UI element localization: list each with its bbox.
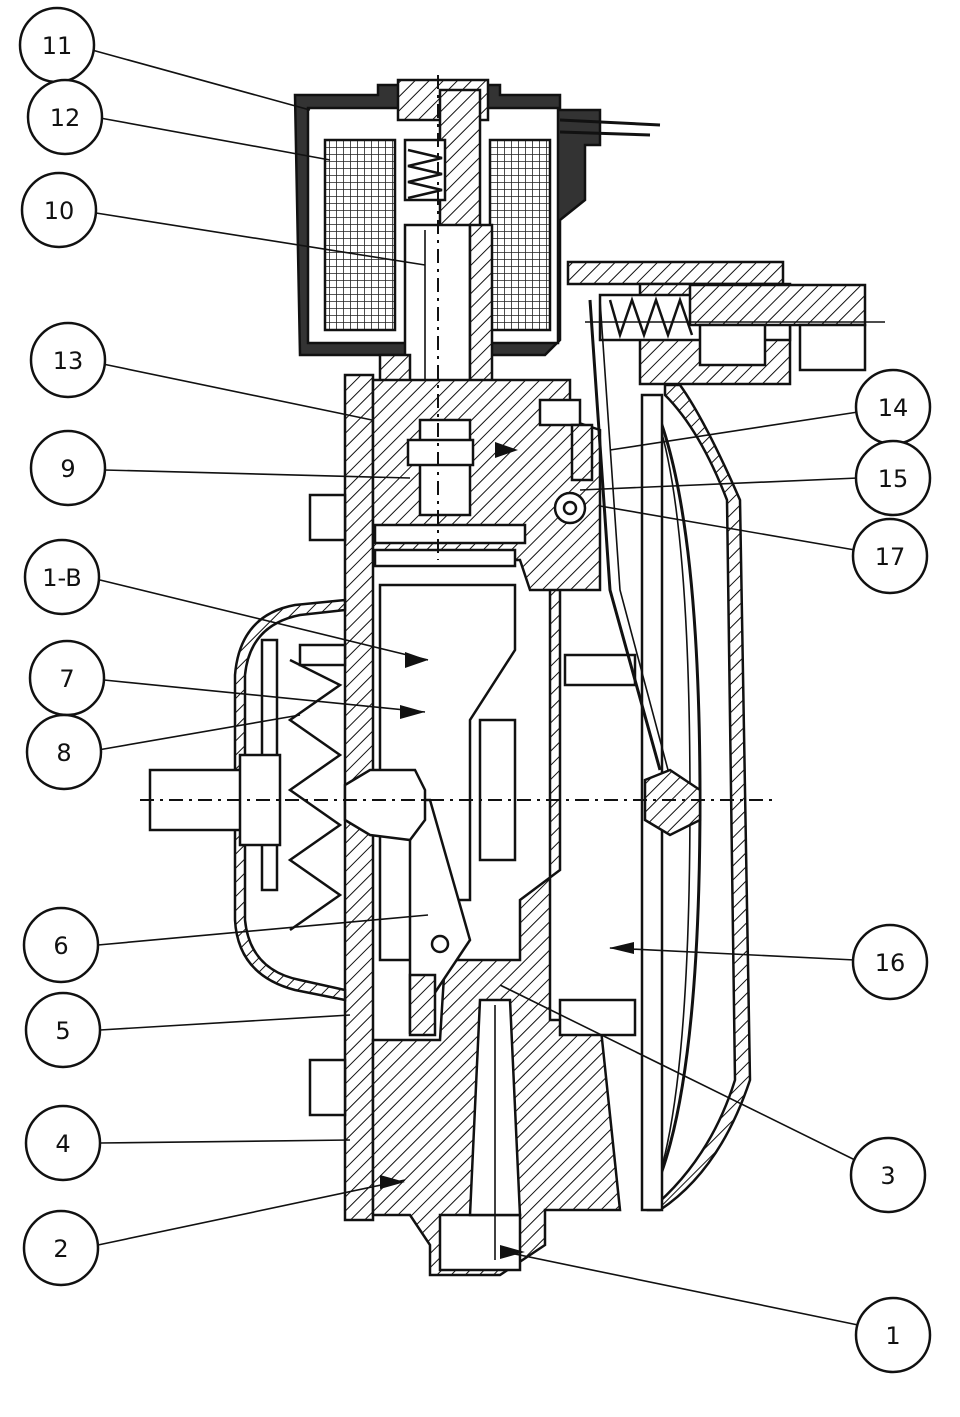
callout-1-b: 1-B [23,538,101,616]
solenoid-assembly [293,78,661,417]
callout-label: 15 [878,465,909,493]
adjusting-screw-end [798,323,867,372]
leader-5 [99,1014,351,1031]
callout-label: 5 [55,1017,70,1045]
main-casting [371,378,622,1277]
callout-6: 6 [22,906,100,984]
callout-label: 1-B [42,564,82,592]
leader-16 [609,947,856,961]
callout-label: 1 [885,1322,900,1350]
fin-2 [373,548,517,568]
arrow-icon [405,652,428,668]
arrow-icon [380,1175,405,1189]
link-bracket [570,423,594,482]
callout-label: 10 [44,197,75,225]
secondary-lever-link [588,299,662,771]
lever-pivot [430,934,450,954]
pivot-pin-center [562,500,578,516]
callout-16: 16 [851,923,929,1001]
callout-label: 12 [50,104,81,132]
fin-4 [563,653,637,687]
valve-pad [408,973,437,1037]
callout-label: 9 [60,455,75,483]
leader-14 [609,411,859,451]
leader-1b [99,579,429,661]
leader-lines [91,49,859,1326]
callout-17: 17 [851,517,929,595]
leader-6 [97,914,429,946]
callout-15: 15 [854,439,932,517]
bolt-lower [308,1058,347,1117]
fin-1 [373,523,527,545]
valve-seat-insert [478,718,517,862]
valve-disc [406,438,475,467]
callout-label: 3 [880,1162,895,1190]
leader-4 [99,1139,351,1144]
adjuster-spring [608,296,694,340]
regulator-body [308,373,637,1277]
secondary-hub [643,768,702,837]
leader-2 [97,1179,406,1246]
callout-3: 3 [849,1136,927,1214]
leader-13 [97,362,373,421]
arrow-icon [500,1245,525,1259]
leader-17 [599,505,856,551]
callout-label: 4 [55,1130,70,1158]
callout-8: 8 [25,713,103,791]
callout-label: 6 [53,932,68,960]
callout-5: 5 [24,991,102,1069]
bolt-upper [308,493,347,542]
adjusting-nut [698,323,767,367]
diaphragm-button [343,768,427,842]
callout-13: 13 [29,321,107,399]
callout-12: 12 [26,78,104,156]
leader-7 [103,679,426,713]
callout-1: 1 [854,1296,932,1374]
callout-label: 13 [53,347,84,375]
callouts: 11 12 10 13 9 1-B 7 8 [18,6,932,1374]
primary-spring [287,658,343,932]
callout-label: 7 [59,665,74,693]
leader-9 [103,469,411,479]
callout-14: 14 [854,368,932,446]
coil-winding-left [323,138,397,332]
leader-10 [95,212,426,266]
leader-12 [99,117,331,161]
callout-label: 11 [42,32,73,60]
coil-winding-right [488,138,552,332]
secondary-lever-link-2 [599,299,669,771]
callout-7: 7 [28,639,106,717]
callout-label: 17 [875,543,906,571]
callout-label: 14 [878,394,909,422]
adjuster-body-top [566,260,785,286]
leader-15 [579,477,859,491]
arrow-icon [495,442,518,458]
callout-label: 8 [56,739,71,767]
spring-cap [298,643,347,667]
arrow-icon [400,705,425,719]
callout-2: 2 [22,1209,100,1287]
adjuster-assembly [566,260,885,386]
leader-11 [91,49,311,111]
adjusting-screw-head [688,283,867,327]
leader-8 [97,714,301,751]
outlet-fitting [438,1213,522,1272]
flow-arrows [380,442,634,1259]
valve-bore [418,418,472,517]
callout-label: 2 [53,1235,68,1263]
primary-cover [233,598,347,1002]
callout-10: 10 [20,171,98,249]
leader-3 [499,984,856,1161]
leader-1 [504,1251,859,1326]
terminal-leads [559,118,661,137]
callout-label: 16 [875,949,906,977]
solenoid-spring [407,148,443,200]
callout-11: 11 [18,6,96,84]
fin-3 [538,398,582,427]
fin-5 [558,998,637,1037]
callout-4: 4 [24,1104,102,1182]
arrow-icon [609,942,634,954]
callout-9: 9 [29,429,107,507]
